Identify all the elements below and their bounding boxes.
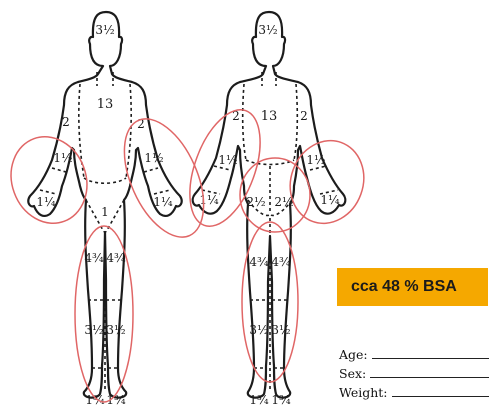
front-thigh-left-label: 4¾ bbox=[84, 251, 104, 265]
front-thigh-right-label: 4¾ bbox=[106, 251, 126, 265]
front-foot-left-label: 1¾ bbox=[85, 393, 105, 407]
highlight-back-right-forearm-hand bbox=[279, 130, 375, 234]
weight-field[interactable] bbox=[392, 396, 489, 397]
weight-row: Weight: bbox=[339, 381, 489, 400]
back-leg-left-label: 3½ bbox=[249, 323, 268, 337]
bsa-estimate-badge: cca 48 % BSA bbox=[337, 268, 488, 306]
back-upper-arm-right-label: 2 bbox=[300, 109, 308, 123]
back-figure: 3½ 13 2 2 1½ 1½ 1¼ 1¼ 2½ 2½ 4¾ 4¾ 3½ 3½ … bbox=[193, 12, 346, 407]
front-hand-right-label: 1¼ bbox=[153, 195, 173, 209]
sex-row: Sex: bbox=[339, 362, 489, 381]
front-trunk-label: 13 bbox=[97, 97, 114, 112]
back-foot-right-label: 1¾ bbox=[271, 393, 291, 407]
back-buttock-left-label: 2½ bbox=[246, 195, 265, 209]
front-leg-right-label: 3½ bbox=[106, 323, 125, 337]
weight-label: Weight: bbox=[339, 385, 388, 400]
back-head-label: 3½ bbox=[258, 23, 277, 37]
sex-field[interactable] bbox=[370, 377, 489, 378]
back-thigh-right-label: 4¾ bbox=[271, 255, 291, 269]
back-thigh-left-label: 4¾ bbox=[249, 255, 269, 269]
age-row: Age: bbox=[339, 343, 489, 362]
patient-info-form: Age: Sex: Weight: bbox=[339, 343, 489, 400]
age-field[interactable] bbox=[372, 358, 489, 359]
back-foot-left-label: 1¾ bbox=[249, 393, 269, 407]
back-hand-right-label: 1¼ bbox=[320, 193, 340, 207]
back-leg-right-label: 3½ bbox=[271, 323, 290, 337]
age-label: Age: bbox=[339, 347, 368, 362]
sex-label: Sex: bbox=[339, 366, 366, 381]
back-forearm-left-label: 1½ bbox=[218, 153, 237, 167]
highlight-front-left-forearm-hand bbox=[0, 126, 99, 234]
front-upper-arm-left-label: 2 bbox=[62, 115, 70, 129]
back-forearm-right-label: 1½ bbox=[306, 153, 325, 167]
back-trunk-label: 13 bbox=[261, 109, 278, 124]
back-buttock-right-label: 2½ bbox=[274, 195, 293, 209]
front-leg-left-label: 3½ bbox=[84, 323, 103, 337]
front-forearm-left-label: 1½ bbox=[53, 151, 72, 165]
front-figure: 3½ 13 2 2 1½ 1½ 1¼ 1¼ 1 4¾ 4¾ 3½ 3½ 1¾ 1… bbox=[28, 12, 181, 407]
front-genitalia-label: 1 bbox=[101, 205, 109, 219]
front-forearm-right-label: 1½ bbox=[144, 151, 163, 165]
front-hand-left-label: 1¼ bbox=[36, 195, 56, 209]
front-head-label: 3½ bbox=[95, 23, 114, 37]
